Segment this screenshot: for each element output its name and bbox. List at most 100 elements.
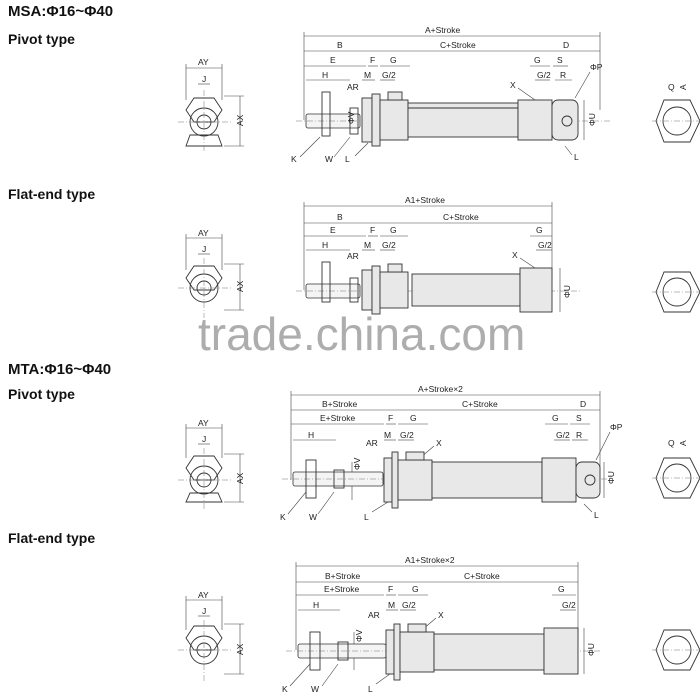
c-stroke-dimension: C+Stroke	[464, 571, 500, 581]
r-label: R	[576, 430, 582, 440]
j-label: J	[202, 606, 206, 616]
msa-flat-end-rear-view	[652, 271, 700, 313]
u-label: ΦU	[587, 113, 597, 126]
msa-pivot-rear-view: Q A	[652, 82, 700, 143]
g-label: G	[390, 55, 397, 65]
w-label: W	[325, 154, 333, 164]
msa-flat-end-type-heading: Flat-end type	[8, 186, 95, 202]
l-label-rear: L	[574, 152, 579, 162]
f-label: F	[370, 225, 375, 235]
mta-flat-end-side-view: A1+Stroke×2 B+Stroke C+Stroke E+Stroke F…	[282, 555, 600, 694]
w-label: W	[309, 512, 317, 522]
f-label: F	[388, 413, 393, 423]
l-label: L	[368, 684, 373, 694]
ay-label: AY	[198, 228, 209, 238]
ax-label: AX	[235, 280, 245, 292]
g-label-rear: G	[558, 584, 565, 594]
v-label: ΦV	[346, 111, 356, 124]
ar-label: AR	[368, 610, 380, 620]
e-label: E	[330, 225, 336, 235]
r-label: R	[560, 70, 566, 80]
k-label: K	[282, 684, 288, 694]
a1-stroke-x2-dimension: A1+Stroke×2	[405, 555, 455, 565]
msa-flat-end-front-view: AY J AX	[178, 228, 245, 318]
a-label: A	[678, 84, 688, 90]
u-label: ΦU	[606, 471, 616, 484]
u-label: ΦU	[562, 285, 572, 298]
p-label: ΦP	[610, 422, 623, 432]
c-stroke-dimension: C+Stroke	[443, 212, 479, 222]
mta-series-title: MTA:Φ16~Φ40	[8, 361, 111, 378]
g-half-label: G/2	[400, 430, 414, 440]
a-label: A	[678, 440, 688, 446]
x-label: X	[438, 610, 444, 620]
mta-flat-end-rear-view	[652, 629, 700, 671]
h-label: H	[322, 70, 328, 80]
g-half-label: G/2	[382, 70, 396, 80]
ay-label: AY	[198, 57, 209, 67]
m-label: M	[384, 430, 391, 440]
f-label: F	[370, 55, 375, 65]
j-label: J	[202, 244, 206, 254]
g-half-label: G/2	[382, 240, 396, 250]
h-label: H	[322, 240, 328, 250]
x-label: X	[512, 250, 518, 260]
ax-label: AX	[235, 643, 245, 655]
ax-label: AX	[235, 114, 245, 126]
a-stroke-x2-dimension: A+Stroke×2	[418, 384, 463, 394]
ax-label: AX	[235, 472, 245, 484]
ar-label: AR	[347, 251, 359, 261]
k-label: K	[291, 154, 297, 164]
c-stroke-dimension: C+Stroke	[440, 40, 476, 50]
mta-pivot-front-view: AY J AX	[178, 418, 245, 510]
q-label: Q	[668, 438, 675, 448]
g-half-label: G/2	[402, 600, 416, 610]
h-label: H	[308, 430, 314, 440]
mta-pivot-rear-view: Q A	[652, 438, 700, 499]
msa-pivot-drawing: AY J AX A+Stroke B C+Stroke	[178, 25, 700, 164]
mta-pivot-drawing: AY J AX A+Stroke×2 B+Stroke C+Stroke D	[178, 384, 700, 522]
a-stroke-dimension: A+Stroke	[425, 25, 460, 35]
g-label: G	[410, 413, 417, 423]
a1-stroke-dimension: A1+Stroke	[405, 195, 445, 205]
msa-pivot-front-view: AY J AX	[178, 57, 245, 152]
msa-series-title: MSA:Φ16~Φ40	[8, 3, 113, 20]
mta-flat-end-front-view: AY J AX	[178, 590, 245, 682]
mta-flat-end-type-heading: Flat-end type	[8, 530, 95, 546]
h-label: H	[313, 600, 319, 610]
g-half-label-rear: G/2	[537, 70, 551, 80]
u-label: ΦU	[586, 643, 596, 656]
b-stroke-dimension: B+Stroke	[322, 399, 357, 409]
ar-label: AR	[347, 82, 359, 92]
g-half-label-rear: G/2	[562, 600, 576, 610]
b-label: B	[337, 40, 343, 50]
g-label: G	[390, 225, 397, 235]
x-label: X	[436, 438, 442, 448]
msa-pivot-side-view: A+Stroke B C+Stroke D E F G G S H M	[291, 25, 612, 164]
s-label: S	[576, 413, 582, 423]
g-label-rear: G	[534, 55, 541, 65]
ar-label: AR	[366, 438, 378, 448]
f-label: F	[388, 584, 393, 594]
g-half-label-rear: G/2	[556, 430, 570, 440]
v-label: ΦV	[354, 629, 364, 642]
e-stroke-dimension: E+Stroke	[324, 584, 359, 594]
m-label: M	[364, 70, 371, 80]
l-label: L	[345, 154, 350, 164]
m-label: M	[388, 600, 395, 610]
p-label: ΦP	[590, 62, 603, 72]
c-stroke-dimension: C+Stroke	[462, 399, 498, 409]
l-label-rear: L	[594, 510, 599, 520]
s-label: S	[557, 55, 563, 65]
d-label: D	[580, 399, 586, 409]
k-label: K	[280, 512, 286, 522]
mta-flat-end-drawing: AY J AX A1+Stroke×2 B+Stroke C+Stroke E+…	[178, 555, 700, 694]
j-label: J	[202, 434, 206, 444]
b-label: B	[337, 212, 343, 222]
g-half-label-rear: G/2	[538, 240, 552, 250]
l-label: L	[364, 512, 369, 522]
watermark: trade.china.com	[198, 308, 525, 360]
j-label: J	[202, 74, 206, 84]
w-label: W	[311, 684, 319, 694]
